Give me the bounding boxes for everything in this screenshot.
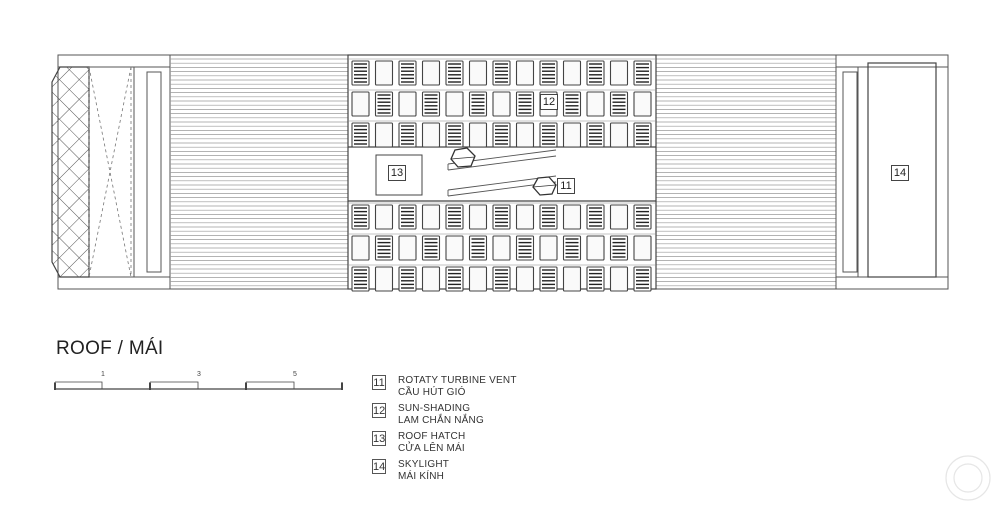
tag-11: 11 (557, 178, 575, 194)
scale-label-1: 1 (101, 371, 105, 378)
sun-shading-top (348, 58, 656, 148)
legend-label-en: ROOF HATCH (398, 431, 466, 442)
legend-label-en: SKYLIGHT (398, 459, 450, 470)
legend-label-en: ROTATY TURBINE VENT (398, 375, 517, 386)
sun-shading-bottom (348, 202, 656, 292)
tag-14: 14 (891, 165, 909, 181)
legend-number: 12 (372, 403, 386, 418)
legend-label-vi: CẦU HÚT GIÓ (398, 387, 466, 398)
tag-13: 13 (388, 165, 406, 181)
scale-bar (54, 381, 343, 390)
roof-hatch (375, 154, 423, 196)
skylight (867, 62, 937, 278)
legend-number: 11 (372, 375, 386, 390)
roof-panel-right (655, 54, 837, 290)
watermark-logo (945, 455, 991, 501)
legend-number: 14 (372, 459, 386, 474)
legend-label-vi: LAM CHẮN NẮNG (398, 415, 484, 426)
roof-panel-left (169, 54, 349, 290)
legend-label-vi: CỬA LÊN MÁI (398, 443, 465, 454)
left-dashed-x (88, 66, 132, 278)
scale-label-5: 5 (293, 371, 297, 378)
tag-12: 12 (540, 94, 558, 110)
lattice-screen (51, 66, 90, 278)
legend-number: 13 (372, 431, 386, 446)
legend-label-vi: MÁI KÍNH (398, 471, 445, 482)
drawing-title: ROOF / MÁI (56, 338, 164, 359)
scale-label-3: 3 (197, 371, 201, 378)
legend-label-en: SUN-SHADING (398, 403, 471, 414)
